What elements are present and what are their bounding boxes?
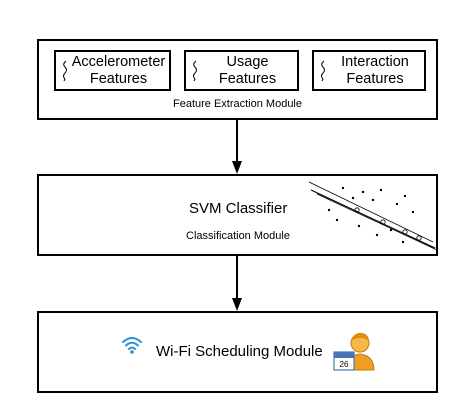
classification-module-caption: Classification Module [186,230,290,242]
wave-icon [63,60,67,82]
wave-icon [321,60,325,82]
arrow-down-icon [232,255,242,311]
accelerometer-features-box: Accelerometer Features [54,50,171,91]
svm-classifier-title: SVM Classifier [189,200,288,217]
wifi-scheduling-title: Wi-Fi Scheduling Module [156,343,323,360]
accelerometer-features-label: Accelerometer Features [71,54,166,87]
interaction-features-box: Interaction Features [312,50,426,91]
usage-features-label: Usage Features [218,54,277,87]
wifi-icon [122,337,142,354]
user-calendar-icon: 26 [333,332,375,371]
arrow-down-icon [232,119,242,174]
wave-icon [193,60,197,82]
classification-module: SVM Classifier Classification Module [37,174,438,256]
feature-extraction-caption: Feature Extraction Module [172,98,302,110]
interaction-features-label: Interaction Features [341,54,409,87]
calendar-date-text: 26 [340,360,349,369]
svm-hyperplane-icon [308,181,438,250]
usage-features-box: Usage Features [184,50,299,91]
wifi-scheduling-module: Wi-Fi Scheduling Module 26 [37,311,438,393]
feature-extraction-module: Accelerometer Features Usage Features In… [37,39,438,120]
